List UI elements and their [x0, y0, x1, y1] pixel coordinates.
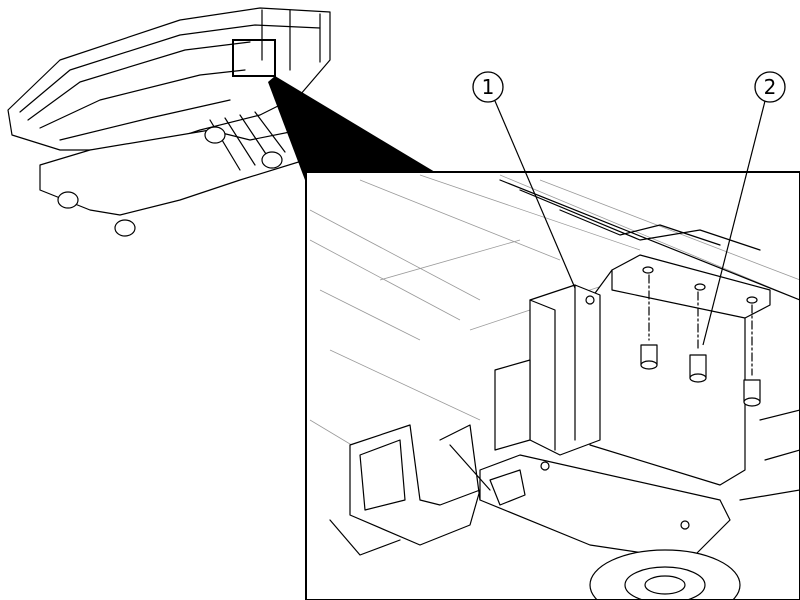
leader-line [494, 100, 576, 289]
callout-label: 1 [482, 75, 495, 99]
leader-line [702, 100, 766, 346]
socket-head-screws [640, 274, 761, 407]
mounting-bracket [589, 254, 771, 486]
caster-wheel [114, 219, 136, 237]
caster-wheel [204, 126, 226, 144]
detail-projection-wedge [268, 76, 435, 180]
cable-clip [349, 424, 481, 546]
callout-1: 1 [472, 71, 576, 289]
caster-wheel [57, 191, 79, 209]
callout-label: 2 [764, 75, 777, 99]
detail-marker-box [232, 39, 276, 77]
pulley [589, 549, 741, 599]
callout-circle [472, 71, 504, 103]
callout-circle [754, 71, 786, 103]
callout-2: 2 [702, 71, 786, 346]
bracket-block [529, 284, 601, 456]
caster-wheel [261, 151, 283, 169]
overview-device [7, 7, 331, 237]
detail-view [305, 171, 800, 600]
base-plate [479, 454, 731, 561]
